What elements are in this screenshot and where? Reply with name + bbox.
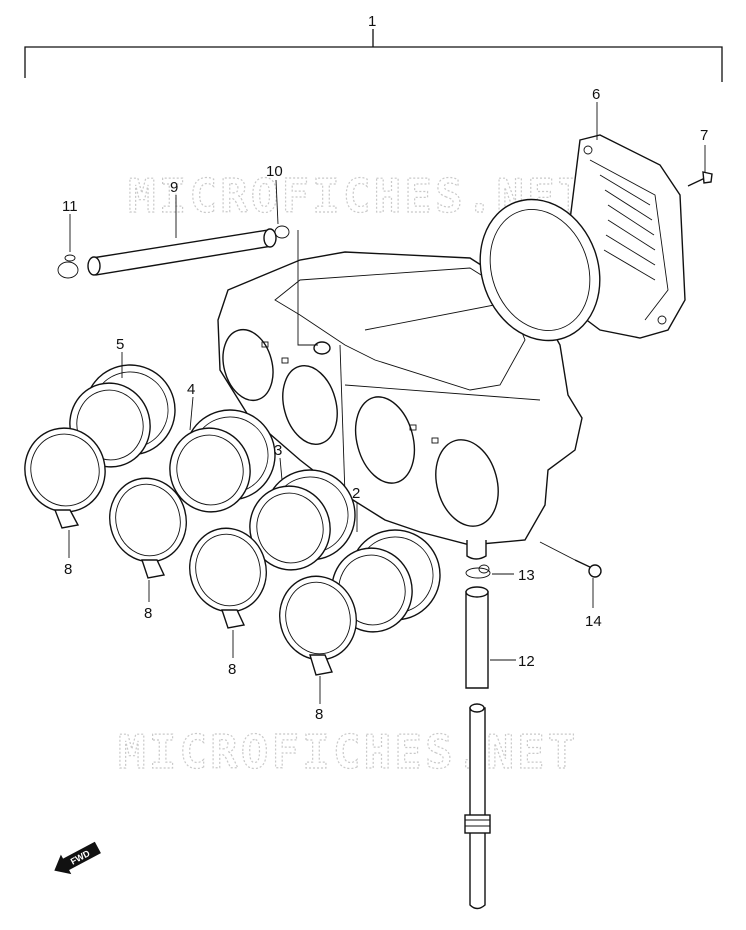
callout-3: 3 <box>274 442 282 459</box>
assembly-bracket <box>24 29 723 82</box>
leader-lines <box>68 102 706 704</box>
breather-hose-assembly <box>57 225 318 346</box>
fwd-arrow-icon: FWD <box>54 841 101 875</box>
callout-8b: 8 <box>144 605 152 622</box>
callout-5: 5 <box>116 336 124 353</box>
bolt-14 <box>539 541 602 578</box>
callout-8d: 8 <box>315 706 323 723</box>
drain-assembly <box>464 564 491 910</box>
callout-8c: 8 <box>228 661 236 678</box>
callout-10: 10 <box>266 163 283 180</box>
callout-13: 13 <box>518 567 535 584</box>
callout-1: 1 <box>368 13 376 30</box>
callout-4: 4 <box>187 381 195 398</box>
callout-11: 11 <box>62 198 78 215</box>
air-filter-element <box>479 134 686 342</box>
callout-8a: 8 <box>64 561 72 578</box>
callout-6: 6 <box>592 86 600 103</box>
callout-7: 7 <box>700 127 708 144</box>
callout-2: 2 <box>352 485 360 502</box>
callout-14: 14 <box>585 613 602 630</box>
watermark-bottom: MICROFICHES.NET <box>118 725 578 779</box>
air-box-housing <box>217 251 583 560</box>
callout-9: 9 <box>170 179 178 196</box>
callout-12: 12 <box>518 653 535 670</box>
screw-7 <box>687 171 713 187</box>
intake-boots <box>24 364 441 676</box>
